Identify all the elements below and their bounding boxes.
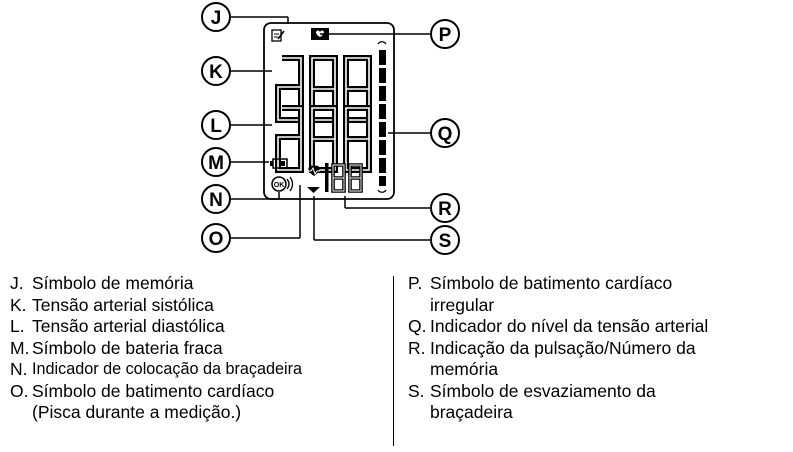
svg-text:S: S [439,231,452,252]
legend-text-continuation: memória [430,359,499,379]
callout-q: Q [430,118,460,148]
legend-divider [393,276,394,446]
legend-key: R. [408,337,426,358]
svg-text:Q: Q [438,124,453,145]
callout-s: S [430,225,460,255]
legend-key: M. [10,337,30,358]
legend-text: Símbolo de esvaziamento da [430,380,656,401]
legend-key: J. [10,273,24,293]
legend-left: J. Símbolo de memória K. Tensão arterial… [10,273,302,424]
svg-text:M: M [208,153,224,174]
legend-key: L. [10,316,25,336]
svg-text:N: N [209,190,223,211]
callout-r: R [430,193,460,223]
legend-item-o: O. Símbolo de batimento cardíaco [10,381,302,403]
callout-l: L [201,110,231,140]
legend-text: Símbolo de batimento cardíaco [430,273,673,293]
memory-icon [271,29,285,42]
svg-text:J: J [211,8,222,29]
legend-key: P. [408,273,423,293]
legend-key: S. [408,380,425,401]
svg-text:OK: OK [274,182,285,189]
legend-key: O. [10,380,29,401]
legend-item-p: P. Símbolo de batimento cardíaco [408,273,708,295]
bp-level-indicator [377,41,387,193]
legend-text: Indicador de colocação da braçadeira [32,360,302,378]
legend-item-s: S. Símbolo de esvaziamento da [408,381,708,403]
legend-text: Indicação da pulsação/Número da [430,337,696,358]
callout-m: M [201,147,231,177]
legend-text: Símbolo de memória [32,273,194,293]
svg-text:L: L [210,116,222,137]
callout-j: J [201,2,231,32]
lcd-display-diagram: OK 188 J K L M [201,2,460,255]
callout-o: O [201,223,231,253]
low-battery-icon [270,158,288,169]
svg-text:O: O [209,229,224,250]
legend-item-n: N. Indicador de colocação da braçadeira [10,359,302,381]
cuff-wrap-icon: OK [271,176,294,192]
legend-text-continuation: (Pisca durante a medição.) [32,402,242,422]
svg-text:K: K [209,62,223,83]
legend-text-continuation: irregular [430,294,495,315]
legend-text: Tensão arterial diastólica [32,316,225,336]
legend-item-m: M. Símbolo de bateria fraca [10,338,302,360]
lcd-frame [263,22,395,200]
legend-key: Q. [408,316,427,336]
legend-text: Símbolo de batimento cardíaco [32,380,275,401]
callout-p: P [430,19,460,49]
legend-text-continuation: braçadeira [430,402,513,422]
callout-n: N [201,184,231,214]
deflation-icon [307,187,320,193]
heartbeat-icon [308,165,320,176]
pulse-digits: 188 [325,163,363,193]
legend-item-j: J. Símbolo de memória [10,273,302,295]
legend-text: Tensão arterial sistólica [32,294,214,315]
legend-item-l: L. Tensão arterial diastólica [10,316,302,338]
legend-text: Indicador do nível da tensão arterial [430,316,709,336]
legend-text: Símbolo de bateria fraca [32,337,223,358]
legend-item-q: Q. Indicador do nível da tensão arterial [408,316,708,338]
legend-item-k: K. Tensão arterial sistólica [10,295,302,317]
svg-text:R: R [438,199,452,220]
legend-right: P. Símbolo de batimento cardíaco irregul… [408,273,708,424]
callout-k: K [201,56,231,86]
svg-text:P: P [439,25,452,46]
legend-key: N. [10,359,28,379]
legend-key: K. [10,294,27,315]
legend-item-r: R. Indicação da pulsação/Número da [408,338,708,360]
